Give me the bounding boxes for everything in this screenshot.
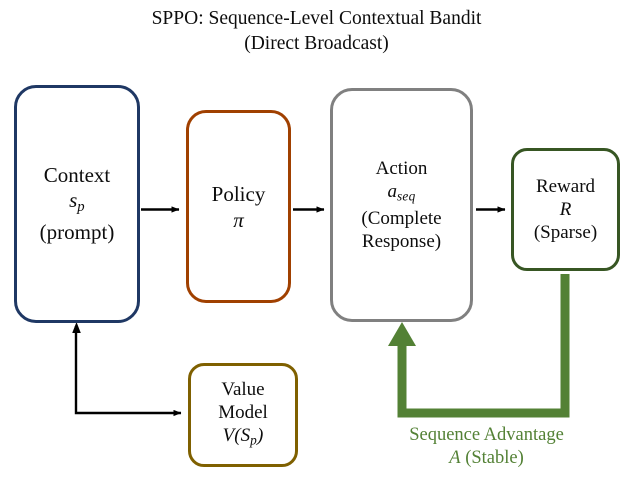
advantage-caption: Sequence Advantage A (Stable) (344, 424, 629, 470)
node-policy[interactable]: Policy π (186, 110, 291, 303)
title-line-1: SPPO: Sequence-Level Contextual Bandit (151, 8, 482, 29)
node-policy-label: Policy (211, 181, 266, 206)
node-value-label-2: Model (218, 402, 268, 424)
node-policy-symbol: π (233, 207, 244, 232)
node-reward[interactable]: Reward R (Sparse) (511, 148, 620, 271)
node-context[interactable]: Context sp (prompt) (14, 85, 140, 323)
node-action-sublabel-2: Response) (361, 231, 442, 253)
node-context-sublabel: (prompt) (39, 219, 115, 244)
node-reward-label: Reward (535, 176, 596, 197)
node-reward-sublabel: (Sparse) (533, 222, 598, 243)
advantage-caption-line-2: A (Stable) (449, 448, 524, 468)
node-value-model[interactable]: Value Model V(Sp) (188, 363, 298, 467)
title-line-2: (Direct Broadcast) (244, 33, 389, 54)
node-context-symbol: sp (69, 188, 85, 215)
node-value-label-1: Value (221, 379, 265, 401)
arrow-advantage-green (388, 274, 570, 418)
node-context-label: Context (43, 163, 111, 188)
arrow-context-value-feedback (72, 322, 182, 417)
node-reward-symbol: R (559, 199, 572, 220)
node-action-sublabel-1: (Complete (361, 208, 442, 230)
node-action-symbol: aseq (387, 180, 416, 204)
node-action-label: Action (375, 157, 428, 179)
page-title: SPPO: Sequence-Level Contextual Bandit (… (0, 6, 633, 56)
node-value-symbol: V(Sp) (222, 425, 264, 448)
advantage-caption-line-1: Sequence Advantage (409, 425, 564, 445)
node-action[interactable]: Action aseq (Complete Response) (330, 88, 473, 322)
